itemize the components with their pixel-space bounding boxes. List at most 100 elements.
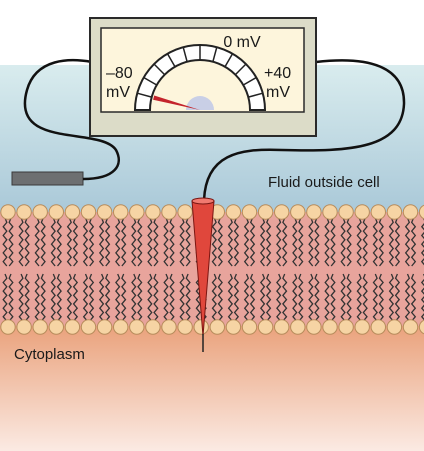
lipid-tail bbox=[372, 217, 378, 267]
meter-tick bbox=[234, 63, 247, 76]
lipid-tail bbox=[346, 273, 352, 322]
lipid-tail bbox=[308, 273, 314, 322]
lipid-tail bbox=[233, 217, 240, 267]
lipid-tail bbox=[153, 273, 159, 322]
lipid-tail bbox=[217, 217, 223, 267]
lipid-tail bbox=[169, 273, 175, 322]
lipid-tail bbox=[340, 217, 346, 267]
lipid-tail bbox=[115, 273, 121, 322]
lipid-tail bbox=[82, 273, 89, 322]
lipid-head bbox=[16, 204, 32, 220]
cytoplasm-region bbox=[0, 326, 424, 451]
lipid-tail bbox=[372, 273, 378, 322]
meter-tick bbox=[166, 53, 176, 68]
lipid-head bbox=[370, 319, 386, 335]
lipid-head bbox=[209, 319, 226, 335]
lipid-tail bbox=[40, 217, 46, 267]
lipid-head bbox=[257, 204, 274, 220]
electrode-wire bbox=[202, 59, 406, 201]
lipid-head bbox=[48, 204, 64, 220]
lipid-head bbox=[354, 319, 370, 335]
lipid-tail bbox=[211, 217, 217, 267]
lipid-head bbox=[129, 204, 145, 220]
lipid-head bbox=[386, 319, 403, 335]
lipid-tail bbox=[340, 273, 346, 322]
lipid-tail bbox=[50, 217, 56, 267]
meter-tick bbox=[212, 47, 218, 62]
lipid-tail bbox=[378, 273, 384, 322]
lipid-head bbox=[418, 319, 424, 335]
lipid-tail bbox=[121, 273, 127, 322]
lipid-head bbox=[0, 319, 16, 335]
lipid-tail bbox=[50, 273, 56, 322]
lipid-tail bbox=[388, 273, 395, 322]
lipid-tail bbox=[137, 273, 143, 322]
lipid-tail bbox=[211, 273, 217, 322]
cytoplasm-label: Cytoplasm bbox=[14, 346, 85, 363]
lipid-tail bbox=[40, 273, 46, 322]
meter-pivot bbox=[186, 96, 214, 110]
lipid-tail bbox=[404, 217, 411, 267]
lipid-tail bbox=[356, 217, 362, 267]
lipid-head bbox=[80, 204, 97, 220]
lipid-head bbox=[338, 204, 354, 220]
lipid-tail bbox=[56, 273, 62, 322]
lipid-tail bbox=[131, 217, 137, 267]
reference-electrode bbox=[11, 171, 84, 186]
lipid-tail bbox=[115, 217, 121, 267]
lipid-tail bbox=[356, 273, 362, 322]
lipid-tail bbox=[233, 273, 240, 322]
lipid-head bbox=[145, 204, 161, 220]
lipid-tail bbox=[98, 273, 105, 322]
meter-tick bbox=[137, 92, 152, 98]
lipid-head bbox=[338, 319, 354, 335]
lipid-head bbox=[145, 319, 161, 335]
lipid-tail bbox=[388, 217, 395, 267]
lipid-tail bbox=[276, 273, 282, 322]
lipid-tail bbox=[265, 217, 272, 267]
lipid-head bbox=[290, 204, 306, 220]
lipid-tail bbox=[18, 273, 24, 322]
meter-label-zero: 0 mV bbox=[223, 34, 261, 51]
lipid-head bbox=[32, 204, 48, 220]
lipid-tail bbox=[82, 217, 89, 267]
lipid-head bbox=[113, 204, 129, 220]
lipid-tail bbox=[131, 273, 137, 322]
lipid-head bbox=[274, 319, 290, 335]
lipid-tail bbox=[163, 217, 169, 267]
lipid-tail bbox=[227, 217, 234, 267]
microelectrode-top bbox=[191, 197, 215, 205]
lipid-tail bbox=[147, 273, 153, 322]
lipid-head bbox=[177, 319, 193, 335]
lipid-head bbox=[32, 319, 48, 335]
meter-tick bbox=[242, 76, 257, 86]
lipid-tail bbox=[195, 273, 201, 322]
lipid-tail bbox=[410, 273, 417, 322]
meter-label-min-unit: mV bbox=[106, 84, 130, 101]
lipid-tail bbox=[56, 217, 62, 267]
lipid-head bbox=[241, 204, 258, 220]
lipid-tail bbox=[185, 217, 191, 267]
lipid-head bbox=[402, 319, 419, 335]
lipid-tail bbox=[249, 273, 256, 322]
lipid-tail bbox=[282, 217, 288, 267]
lipid-tail bbox=[298, 273, 304, 322]
lipid-tail bbox=[282, 273, 288, 322]
lipid-tails bbox=[2, 217, 424, 322]
lipid-tail bbox=[137, 217, 143, 267]
lipid-tail bbox=[66, 217, 73, 267]
meter-tick bbox=[153, 63, 166, 76]
lipid-head bbox=[80, 319, 97, 335]
lipid-tail bbox=[34, 217, 40, 267]
lipid-tail bbox=[298, 217, 304, 267]
lipid-head bbox=[161, 204, 177, 220]
lipid-head bbox=[306, 204, 322, 220]
lipid-tail bbox=[169, 217, 175, 267]
lipid-head bbox=[418, 204, 424, 220]
lipid-tail bbox=[18, 217, 24, 267]
lipid-head bbox=[402, 204, 419, 220]
lipid-tail bbox=[66, 273, 73, 322]
lipid-head bbox=[177, 204, 193, 220]
meter-tick bbox=[182, 47, 188, 62]
